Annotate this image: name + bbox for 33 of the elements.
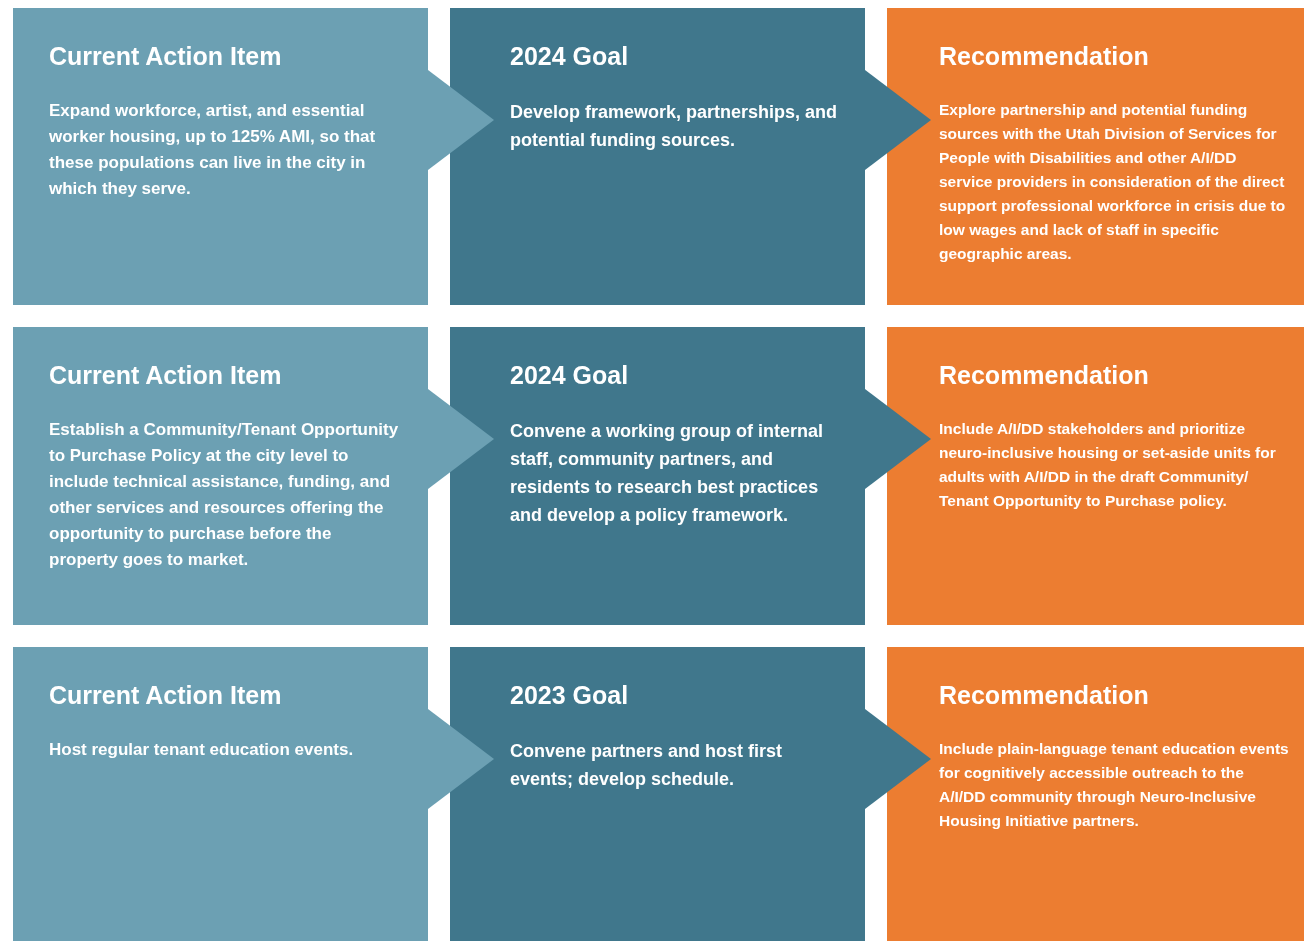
- panel-text: Establish a Community/Tenant Opportunity to Purchase Policy at the city level to include technical assistance, funding, and other services and resources offering the opportunity to purchase before the property goes to market.: [49, 418, 400, 571]
- panel-heading: Recommendation: [939, 680, 1150, 711]
- step-panel: [13, 647, 428, 941]
- panel-heading: 2024 Goal: [510, 360, 630, 391]
- step-panel: [13, 8, 428, 305]
- panel-text: Convene partners and host first events; develop schedule.: [510, 739, 784, 791]
- step-panel: [887, 8, 1304, 305]
- panel-text: Include plain-language tenant education events for cognitively accessible outreach to the A/I/DD community through Neuro-Inclusive Housing Initiative partners.: [939, 738, 1290, 831]
- step-panel: [450, 8, 865, 305]
- panel-heading: Recommendation: [939, 360, 1150, 391]
- step-panel: [887, 327, 1304, 625]
- panel-text: Explore partnership and potential funding sources with the Utah Division of Services for People with Disabilities and other A/I/DD service providers in consideration of the direct support professional workforce in crisis due to low wages and lack of staff in specific geographic areas.: [939, 99, 1287, 264]
- panel-text: Develop framework, partnerships, and potential funding sources.: [510, 100, 839, 152]
- panel-heading: 2024 Goal: [510, 41, 630, 72]
- chevron-arrow: [865, 70, 931, 170]
- panel-text: Convene a working group of internal staff, community partners, and residents to research best practices and develop a policy framework.: [510, 419, 825, 527]
- step-panel: [450, 327, 865, 625]
- step-panel: [13, 327, 428, 625]
- chevron-arrow: [428, 709, 494, 809]
- panel-heading: 2023 Goal: [510, 680, 630, 711]
- panel-heading: Current Action Item: [49, 41, 283, 72]
- step-panel: [887, 647, 1304, 941]
- panel-text: Expand workforce, artist, and essential worker housing, up to 125% AMI, so that these populations can live in the city in which they serve.: [49, 99, 377, 200]
- chevron-arrow: [865, 389, 931, 489]
- panel-heading: Recommendation: [939, 41, 1150, 72]
- chevron-arrow: [865, 709, 931, 809]
- chevron-arrow: [428, 389, 494, 489]
- panel-heading: Current Action Item: [49, 360, 283, 391]
- panel-text: Include A/I/DD stakeholders and prioritize neuro-inclusive housing or set-aside units for adults with A/I/DD in the draft Community/ Tenant Opportunity to Purchase policy.: [939, 418, 1277, 511]
- panel-heading: Current Action Item: [49, 680, 283, 711]
- panel-text: Host regular tenant education events.: [49, 738, 355, 761]
- chevron-arrow: [428, 70, 494, 170]
- step-panel: [450, 647, 865, 941]
